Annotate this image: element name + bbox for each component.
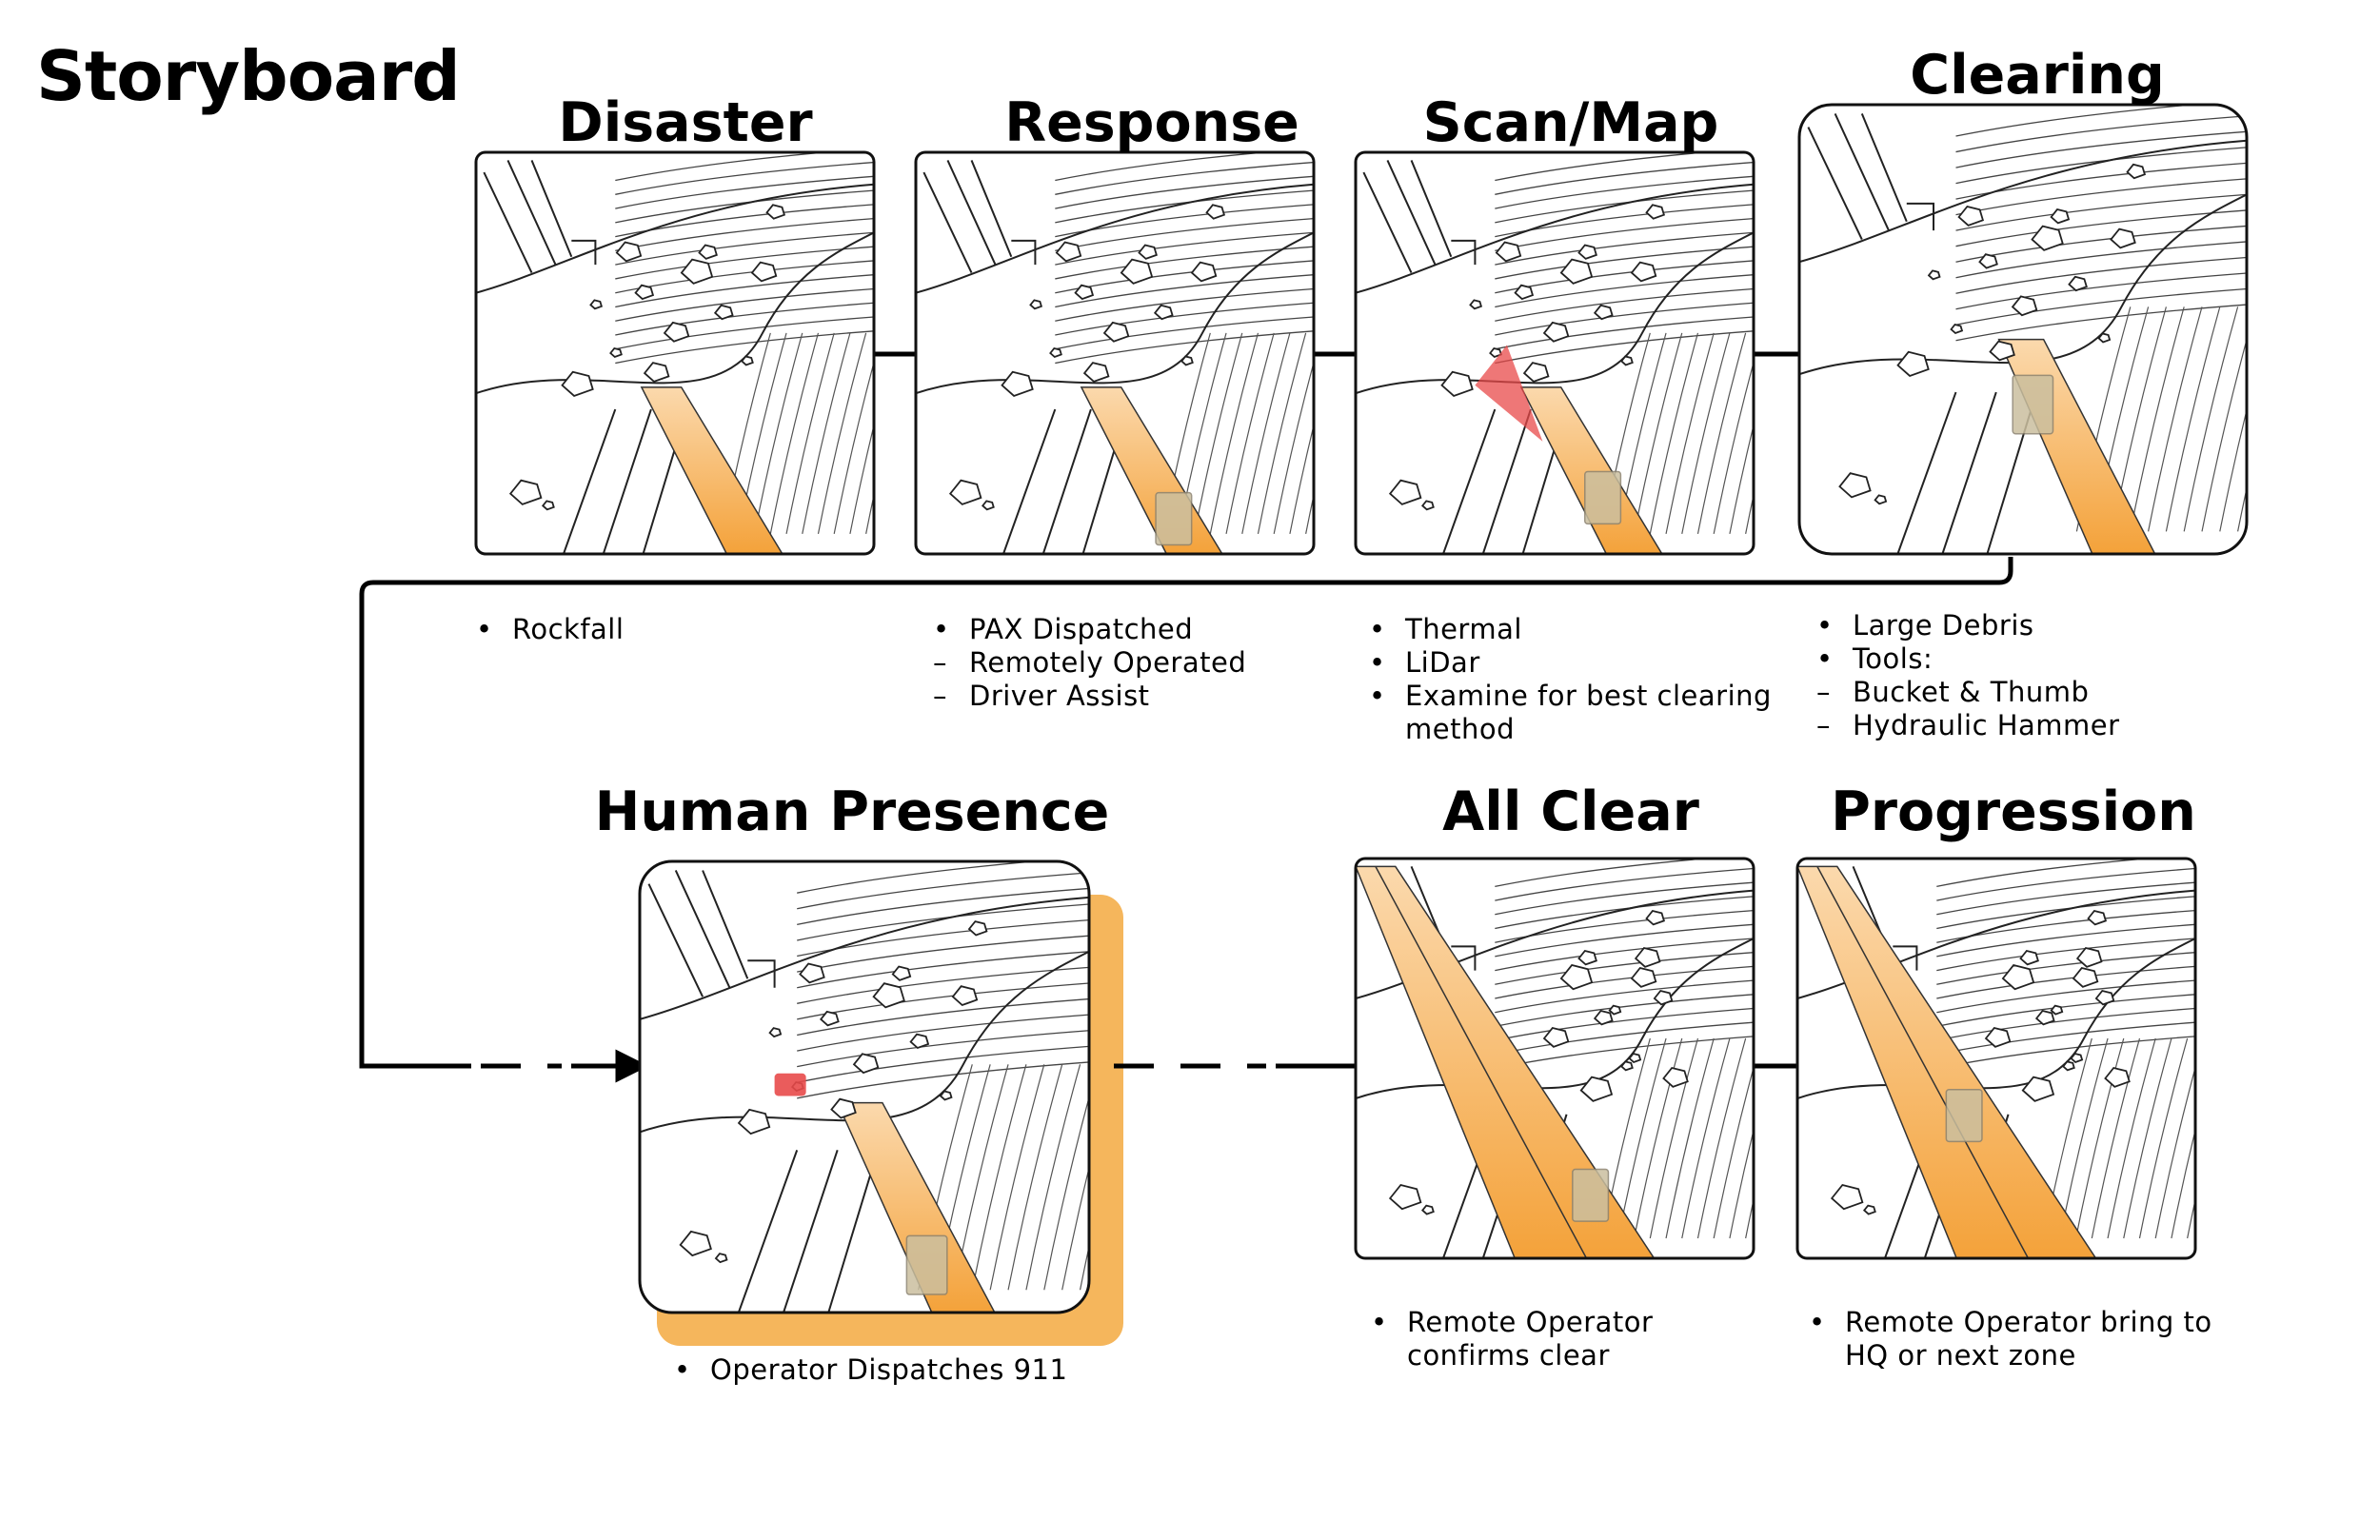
panel-title-scan-map: Scan/Map <box>1422 91 1719 154</box>
note-item: PAX Dispatched <box>933 613 1246 646</box>
notes-human-presence: Operator Dispatches 911 <box>674 1353 1067 1387</box>
panel-title-human-presence: Human Presence <box>594 780 1110 843</box>
notes-progression: Remote Operator bring to HQ or next zone <box>1809 1306 2212 1372</box>
note-item: Remote Operator bring to <box>1809 1306 2212 1339</box>
panel-sketch-clearing <box>1797 103 2249 556</box>
note-item: Examine for best clearing <box>1369 680 1772 713</box>
panel-title-disaster: Disaster <box>558 91 813 154</box>
panel-title-response: Response <box>1004 91 1299 154</box>
note-item: Tools: <box>1816 642 2120 676</box>
note-item: Rockfall <box>476 613 624 646</box>
panel-sketch-all-clear <box>1354 857 1755 1260</box>
panel-title-all-clear: All Clear <box>1442 780 1699 843</box>
note-item: Driver Assist <box>933 680 1246 713</box>
note-item: Remote Operator <box>1371 1306 1653 1339</box>
notes-scan-map: Thermal LiDar Examine for best clearing … <box>1369 613 1772 746</box>
panel-sketch-human-presence <box>638 859 1091 1314</box>
page-heading: Storyboard <box>36 36 461 116</box>
panel-sketch-scan-map <box>1354 150 1755 556</box>
notes-response: PAX Dispatched Remotely Operated Driver … <box>933 613 1246 713</box>
panel-sketch-progression <box>1795 857 2197 1260</box>
note-item: Large Debris <box>1816 609 2120 642</box>
panel-sketch-response <box>914 150 1316 556</box>
note-item: Bucket & Thumb <box>1816 676 2120 709</box>
note-item: Hydraulic Hammer <box>1816 709 2120 742</box>
panel-title-clearing: Clearing <box>1910 44 2165 107</box>
notes-disaster: Rockfall <box>476 613 624 646</box>
notes-clearing: Large Debris Tools: Bucket & Thumb Hydra… <box>1816 609 2120 742</box>
panel-title-progression: Progression <box>1831 780 2196 843</box>
note-item: confirms clear <box>1407 1339 1610 1372</box>
note-item: HQ or next zone <box>1845 1339 2076 1372</box>
notes-all-clear: Remote Operator confirms clear <box>1371 1306 1653 1372</box>
note-item: method <box>1405 713 1515 745</box>
note-item: Operator Dispatches 911 <box>674 1353 1067 1387</box>
note-item: Remotely Operated <box>933 646 1246 680</box>
note-item: Thermal <box>1369 613 1772 646</box>
note-item: LiDar <box>1369 646 1772 680</box>
panel-sketch-disaster <box>474 150 876 556</box>
